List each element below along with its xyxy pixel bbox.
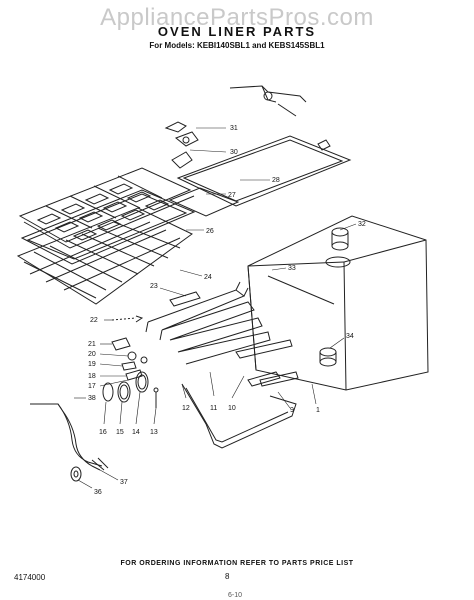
callout-label: 28 [272, 177, 280, 184]
callout-label: 30 [230, 149, 238, 156]
callout-label: 33 [288, 265, 296, 272]
callout-label: 13 [150, 429, 158, 436]
oven-liner [247, 215, 429, 391]
callout-label: 10 [228, 405, 236, 412]
callout-label: 18 [88, 373, 96, 380]
oven-rack-middle [20, 189, 196, 265]
sensor-mount [319, 347, 337, 367]
bake-element [145, 281, 271, 365]
callout-label: 22 [90, 317, 98, 324]
watermark: AppliancePartsPros.com [100, 4, 374, 31]
callout-label: 11 [210, 405, 217, 412]
door-gasket [176, 135, 352, 207]
callout-label: 38 [88, 395, 96, 402]
page-sub-number: 6-10 [228, 592, 243, 599]
ordering-note: FOR ORDERING INFORMATION REFER TO PARTS … [120, 560, 354, 567]
pin [153, 387, 159, 408]
oven-rack-lower [16, 207, 193, 305]
callout-label: 26 [206, 228, 214, 235]
page-number: 8 [225, 572, 230, 581]
sensor-probe [30, 403, 109, 471]
callout-label: 12 [182, 405, 190, 412]
callout-label: 20 [88, 351, 96, 358]
light-assembly [331, 227, 349, 251]
light-socket-bracket [169, 291, 201, 307]
gasket-frame [168, 187, 240, 217]
callout-label: 19 [88, 361, 96, 368]
callout-label: 36 [94, 489, 102, 496]
ring-gasket [102, 382, 114, 402]
callout-label: 24 [204, 274, 212, 281]
insulation-clip [164, 121, 199, 169]
callout-label: 32 [358, 221, 366, 228]
rear-support-wire [229, 85, 307, 117]
callout-label: 9 [290, 407, 294, 414]
grommet [70, 466, 82, 482]
terminal-block [111, 337, 148, 381]
page-title: OVEN LINER PARTS [157, 24, 317, 39]
callout-label: 31 [230, 125, 238, 132]
callout-label: 27 [228, 192, 236, 199]
screw [111, 315, 144, 323]
callout-labels: 31 30 28 27 26 24 23 22 32 33 34 21 20 1… [88, 125, 366, 496]
leader-lines [74, 127, 357, 489]
oval-gasket-small [135, 371, 149, 393]
document-number: 4174000 [14, 573, 46, 582]
broil-element [181, 371, 297, 449]
callout-label: 37 [120, 479, 128, 486]
callout-label: 16 [99, 429, 107, 436]
callout-label: 23 [150, 283, 158, 290]
callout-label: 14 [132, 429, 140, 436]
callout-label: 21 [88, 341, 96, 348]
callout-label: 17 [88, 383, 96, 390]
element-bracket [235, 339, 299, 387]
callout-label: 15 [116, 429, 124, 436]
callout-label: 34 [346, 333, 354, 340]
callout-label: 1 [316, 407, 320, 414]
oval-gasket [117, 381, 131, 403]
model-subtitle: For Models: KEBI140SBL1 and KEBS145SBL1 [149, 41, 325, 50]
